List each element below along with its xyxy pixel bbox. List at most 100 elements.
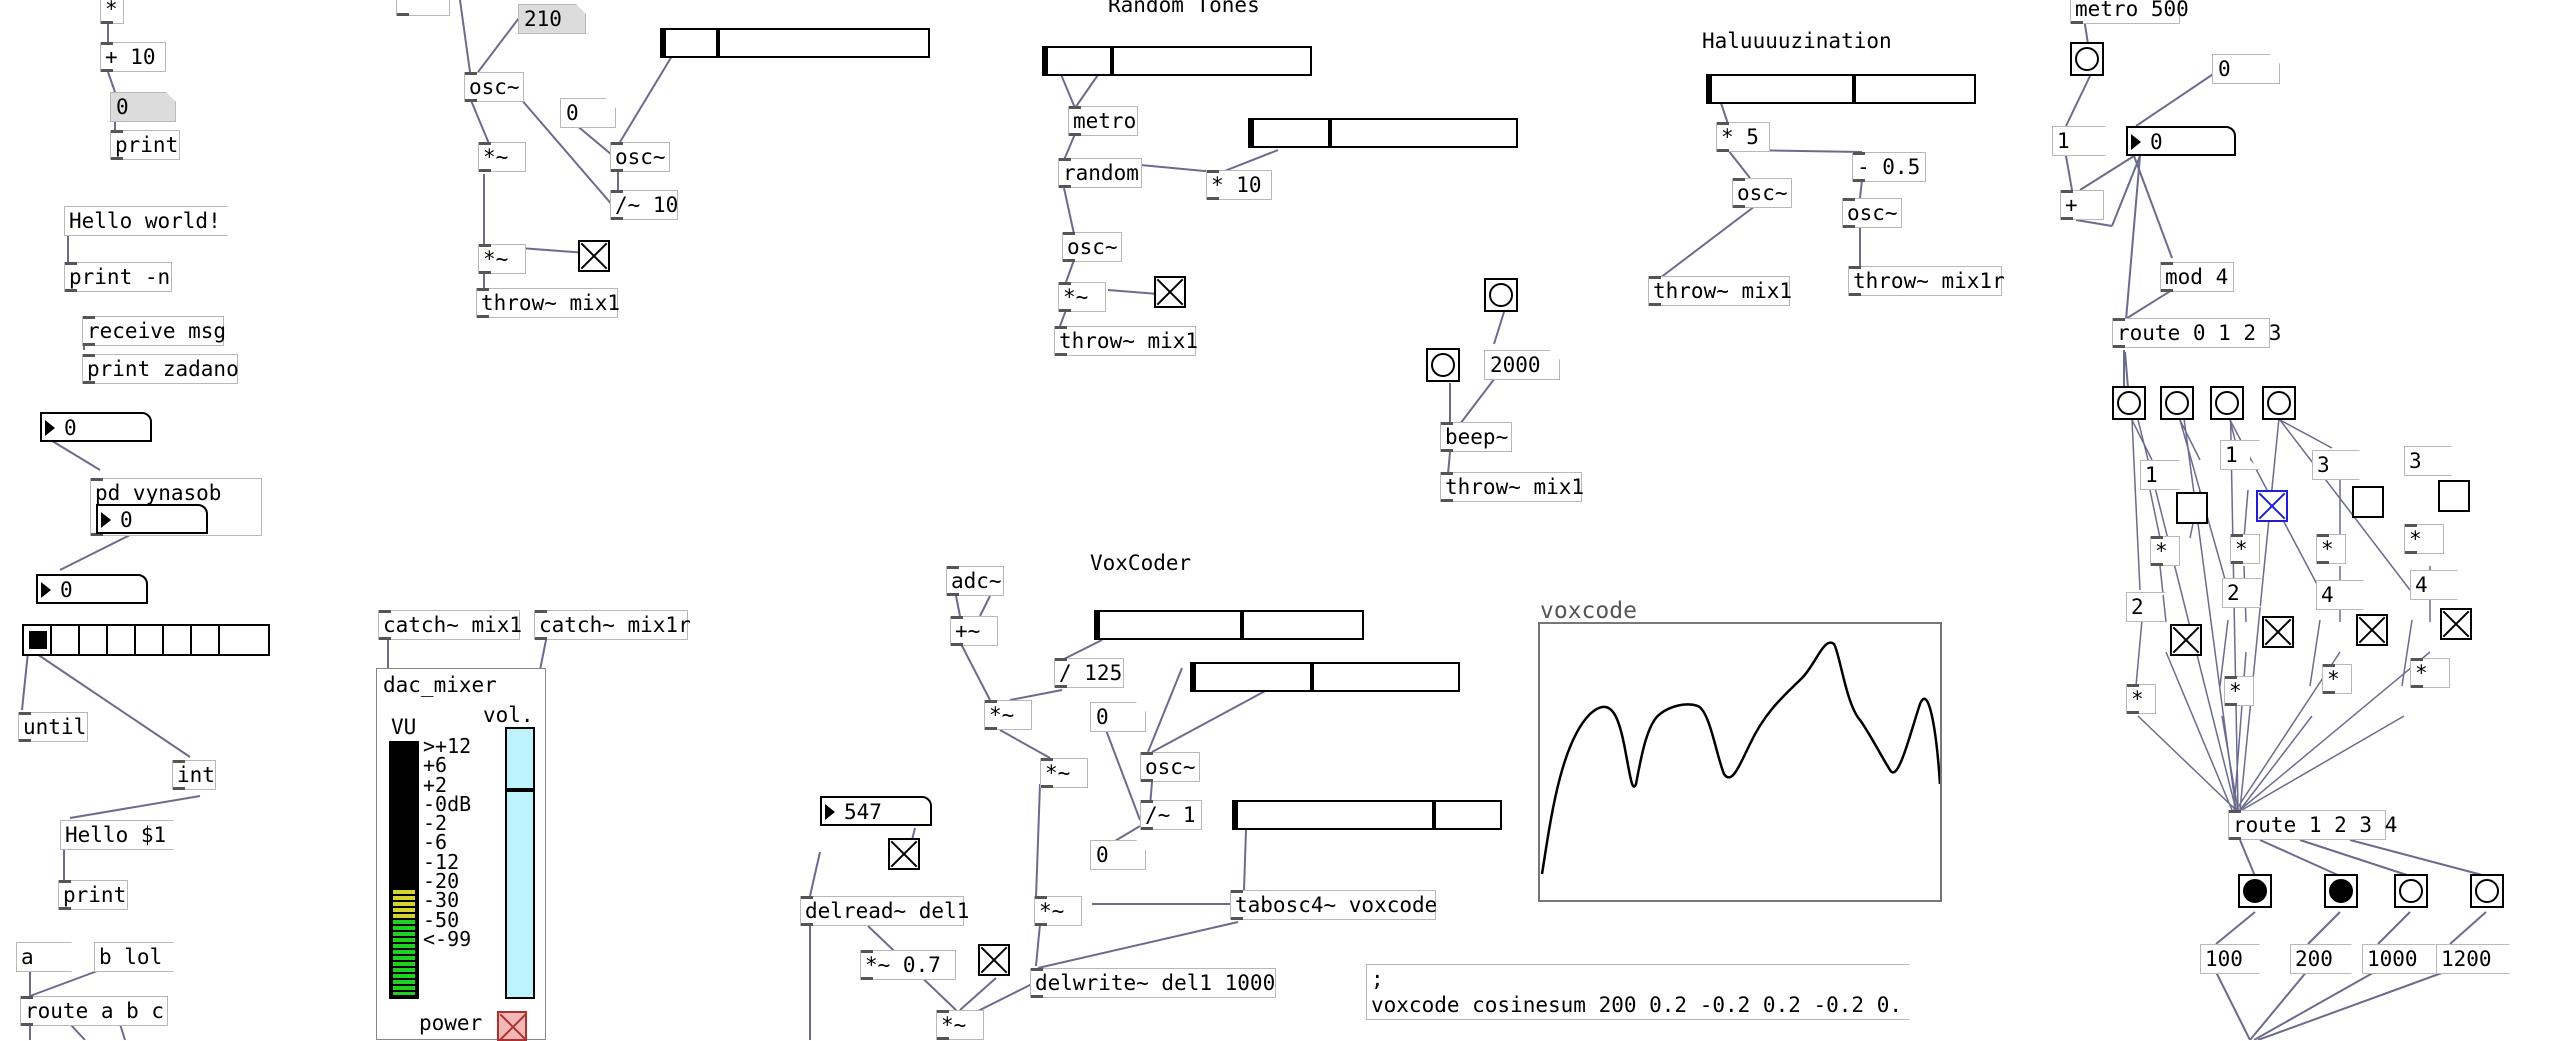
multiply-10-object[interactable]: * 10 <box>1206 170 1272 200</box>
horizontal-slider-vox-2[interactable] <box>1190 662 1460 692</box>
throw-mix1r-halu[interactable]: throw~ mix1r <box>1848 266 2005 296</box>
bang-route-1234-a[interactable] <box>2238 874 2272 908</box>
bang-route-1234-c[interactable] <box>2394 874 2428 908</box>
msg-col3-2[interactable]: 4 <box>2316 580 2364 610</box>
divide-1-object[interactable]: /~ 1 <box>1140 800 1202 830</box>
freq-100-message[interactable]: 100 <box>2200 944 2260 974</box>
hello-1-message[interactable]: Hello $1 <box>60 820 174 850</box>
number-box-vox-0[interactable]: 0 <box>1090 702 1146 732</box>
osc-object[interactable]: osc~ <box>464 72 524 102</box>
power-toggle[interactable] <box>497 1011 527 1041</box>
voxcode-cosinesum-message[interactable]: ; voxcode cosinesum 200 0.2 -0.2 0.2 -0.… <box>1366 964 1910 1020</box>
print-object[interactable]: print <box>110 130 180 160</box>
msg-col3-1[interactable]: 3 <box>2312 450 2360 480</box>
tabosc4-object[interactable]: tabosc4~ voxcode <box>1230 890 1437 920</box>
number-box-arrow-right[interactable]: 0 <box>2126 126 2236 156</box>
route-a-b-c-object[interactable]: route a b c <box>20 996 168 1026</box>
obj-col2-mul2[interactable]: * <box>2224 676 2254 706</box>
number-box-0[interactable]: 0 <box>560 98 616 128</box>
msg-col1-1[interactable]: 1 <box>2140 460 2180 490</box>
volume-knob[interactable] <box>507 788 533 792</box>
bang-button[interactable] <box>1484 278 1518 312</box>
radio-cell[interactable] <box>192 626 220 654</box>
volume-slider[interactable] <box>505 727 535 999</box>
number-box[interactable]: 0 <box>110 92 176 122</box>
multiply-0-7-object[interactable]: *~ 0.7 <box>860 950 956 980</box>
obj-col1-mul2[interactable]: * <box>2126 684 2156 714</box>
bang-route-0[interactable] <box>2112 386 2146 420</box>
radio-cell[interactable] <box>164 626 192 654</box>
hello-world-message[interactable]: Hello world! <box>64 206 228 236</box>
number-box-0-right[interactable]: 0 <box>2212 54 2280 84</box>
print-object-2[interactable]: print <box>58 880 128 910</box>
partial-object[interactable] <box>396 0 450 16</box>
multiply-signal-object[interactable]: *~ <box>478 142 526 172</box>
multiply-signal-vox[interactable]: *~ <box>984 700 1032 730</box>
number-box-arrow[interactable]: 0 <box>40 412 152 442</box>
number-box-210[interactable]: 210 <box>518 4 586 34</box>
horizontal-radio[interactable] <box>22 624 270 656</box>
throw-mix1-random[interactable]: throw~ mix1 <box>1054 326 1198 356</box>
osc-object-halu-2[interactable]: osc~ <box>1842 198 1902 228</box>
osc-object-2[interactable]: osc~ <box>610 142 670 172</box>
horizontal-slider-vox[interactable] <box>1094 610 1364 640</box>
msg-col2-2[interactable]: 2 <box>2222 578 2262 608</box>
plus-signal-object[interactable]: +~ <box>950 616 998 646</box>
radio-cell[interactable] <box>52 626 80 654</box>
toggle-col4[interactable] <box>2438 480 2470 512</box>
msg-col4-2[interactable]: 4 <box>2410 570 2458 600</box>
toggle-col2b[interactable] <box>2262 616 2294 648</box>
radio-cell[interactable] <box>136 626 164 654</box>
plus-object[interactable]: + <box>2060 190 2104 220</box>
print-n-object[interactable]: print -n <box>64 262 172 292</box>
plus-10-object[interactable]: + 10 <box>100 42 166 72</box>
catch-mix1-object[interactable]: catch~ mix1 <box>378 610 522 640</box>
toggle[interactable] <box>578 240 610 272</box>
freq-1200-message[interactable]: 1200 <box>2436 944 2510 974</box>
beep-object[interactable]: beep~ <box>1440 422 1512 452</box>
toggle-vox[interactable] <box>888 838 920 870</box>
radio-cell[interactable] <box>108 626 136 654</box>
catch-mix1r-object[interactable]: catch~ mix1r <box>534 610 691 640</box>
multiply-signal-vox-2[interactable]: *~ <box>1040 758 1088 788</box>
obj-col4-mul2[interactable]: * <box>2410 658 2450 688</box>
throw-mix1-object[interactable]: throw~ mix1 <box>476 288 620 318</box>
horizontal-slider-halu[interactable] <box>1706 74 1976 104</box>
pd-number-box[interactable]: 0 <box>96 504 208 534</box>
multiply-signal-random[interactable]: *~ <box>1058 282 1106 312</box>
metro-500-object[interactable]: metro 500 <box>2070 0 2189 24</box>
radio-cell[interactable] <box>24 626 52 654</box>
multiply-5-object[interactable]: * 5 <box>1716 122 1770 152</box>
bang-metro[interactable] <box>2070 42 2104 76</box>
mod-4-object[interactable]: mod 4 <box>2160 262 2234 292</box>
obj-col4-mul[interactable]: * <box>2404 524 2444 554</box>
freq-200-message[interactable]: 200 <box>2290 944 2352 974</box>
print-zadano-object[interactable]: print zadano <box>82 354 239 384</box>
delread-object[interactable]: delread~ del1 <box>800 896 969 926</box>
msg-col4-1[interactable]: 3 <box>2404 446 2452 476</box>
minus-0-5-object[interactable]: - 0.5 <box>1852 152 1926 182</box>
msg-col2-1[interactable]: 1 <box>2220 440 2260 470</box>
b-lol-message[interactable]: b lol <box>94 942 174 972</box>
divide-125-object[interactable]: / 125 <box>1054 658 1124 688</box>
route-1-2-3-4-object[interactable]: route 1 2 3 4 <box>2228 810 2397 840</box>
multiply-signal-vox-4[interactable]: *~ <box>936 1010 984 1040</box>
until-object[interactable]: until <box>18 712 88 742</box>
bang-route-1234-b[interactable] <box>2324 874 2358 908</box>
multiply-signal-vox-3[interactable]: *~ <box>1034 896 1082 926</box>
horizontal-slider-random[interactable] <box>1042 46 1312 76</box>
divide-10-object[interactable]: /~ 10 <box>610 190 678 220</box>
bang-route-1234-d[interactable] <box>2470 874 2504 908</box>
freq-1000-message[interactable]: 1000 <box>2362 944 2436 974</box>
number-box-2000[interactable]: 2000 <box>1484 350 1560 380</box>
mult-object[interactable]: * <box>100 0 124 24</box>
horizontal-slider[interactable] <box>660 28 930 58</box>
horizontal-slider-vox-3[interactable] <box>1232 800 1502 830</box>
number-box-vox-0b[interactable]: 0 <box>1090 840 1146 870</box>
toggle-vox-2[interactable] <box>978 944 1010 976</box>
osc-object-random[interactable]: osc~ <box>1062 232 1122 262</box>
obj-col3-mul[interactable]: * <box>2316 534 2346 564</box>
random-object[interactable]: random <box>1058 158 1142 188</box>
voxcode-array[interactable] <box>1538 622 1942 902</box>
horizontal-slider-random-2[interactable] <box>1248 118 1518 148</box>
